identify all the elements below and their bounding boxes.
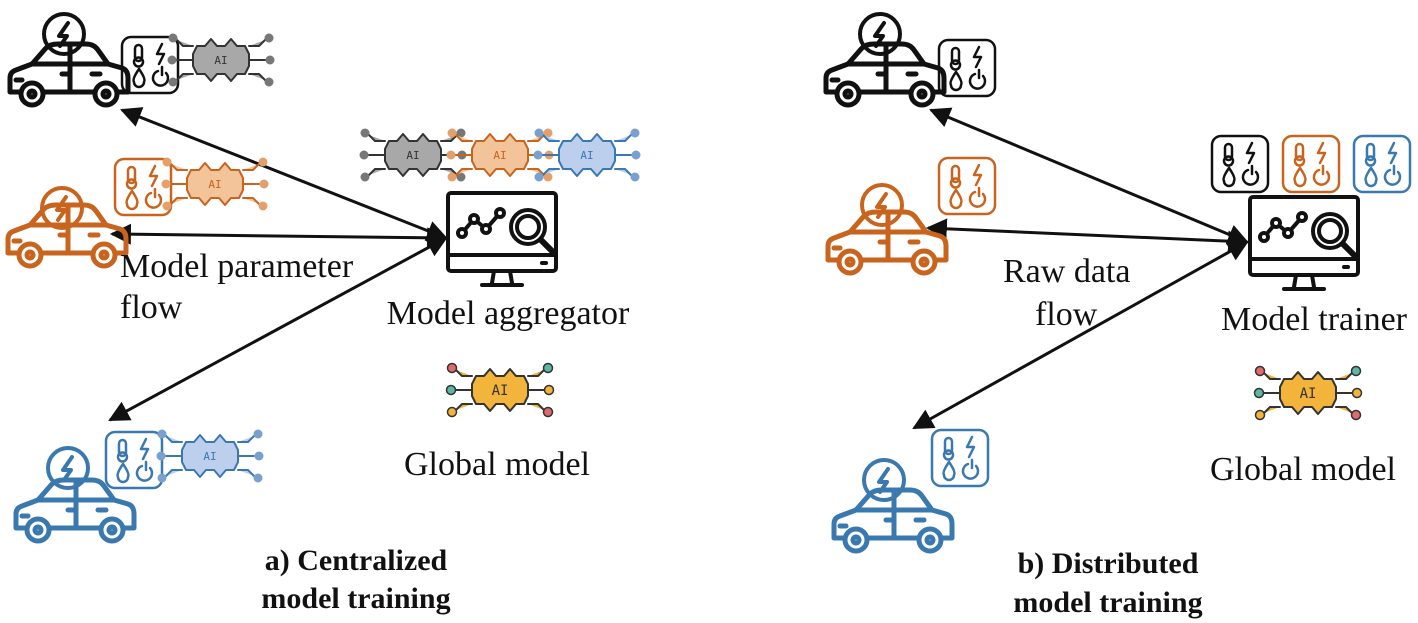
ai-chip-label: AI [492,383,509,399]
server-label: Model aggregator [387,295,630,332]
sensor-data-icon [1210,134,1270,194]
caption: a) Centralized [265,544,448,577]
ai-chip-icon: AI [167,33,275,87]
sensor-data-icon [1352,134,1412,194]
ai-chip-label: AI [203,450,216,463]
server-label: Model trainer [1221,301,1408,338]
flow-arrow-blue [108,236,448,422]
global-model-label: Global model [1210,451,1396,488]
sensor-data-icon [937,156,997,216]
electric-car-icon [16,446,134,541]
monitor-analytics-icon [1250,197,1358,289]
flow-label: Raw data [1003,253,1130,290]
monitor-analytics-icon [448,193,556,285]
electric-car-icon [8,186,126,266]
panel-centralized: AI AI AI AI [8,12,641,615]
ai-chip-icon: AI [161,157,269,211]
caption: model training [1013,586,1202,619]
ai-chip-label: AI [493,149,506,162]
global-model-label: Global model [404,446,590,483]
flow-arrow-blue [912,240,1249,430]
ai-chip-label: AI [406,149,419,162]
electric-car-icon [834,458,952,551]
panel-distributed: AI Raw data flow Model trainer Global mo… [826,12,1412,619]
flow-label: flow [1035,296,1098,333]
ai-chip-label: AI [214,54,227,67]
caption: b) Distributed [1018,547,1199,580]
sensor-data-icon [104,430,164,490]
sensor-data-icon [1281,134,1341,194]
flow-arrow-black [120,107,448,241]
ai-chip-icon: AI [445,362,555,418]
electric-car-icon [10,12,128,105]
ai-chip-icon: AI [446,128,554,182]
flow-label: flow [120,289,183,326]
flow-arrow-orange [925,218,1250,252]
ai-chip-label: AI [580,149,593,162]
flow-arrow-orange [109,223,449,249]
electric-car-icon [826,12,944,105]
ai-chip-label: AI [208,178,221,191]
ai-chip-icon: AI [156,429,264,483]
caption: model training [261,582,450,615]
ai-chip-label: AI [1300,386,1317,402]
sensor-data-icon [930,428,990,488]
sensor-data-icon [937,38,997,98]
flow-label: Model parameter [120,248,354,285]
ai-chip-icon: AI [359,128,467,182]
ai-chip-icon: AI [533,128,641,182]
ai-chip-icon: AI [1253,365,1363,421]
